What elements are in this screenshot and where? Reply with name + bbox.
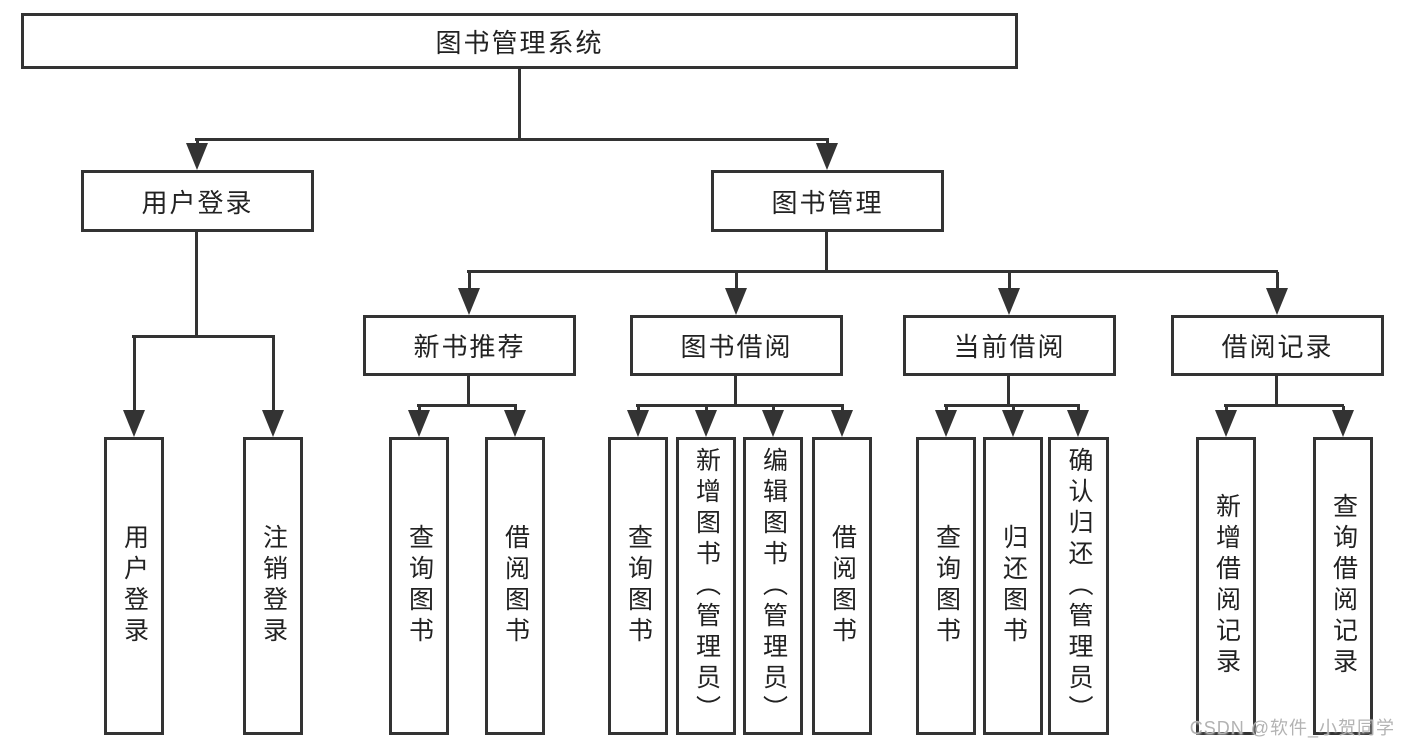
leaf-user-login-label: 用户登录 bbox=[120, 524, 149, 648]
node-current-borrowing: 当前借阅 bbox=[903, 315, 1116, 376]
arrow-down-to-query-books-2 bbox=[627, 406, 649, 437]
arrow-down-to-edit-book-admin bbox=[762, 406, 784, 437]
node-book-borrowing: 图书借阅 bbox=[630, 315, 843, 376]
arrow-down-to-confirm-return-admin bbox=[1067, 406, 1089, 437]
connector-current-borrowing-trunk bbox=[1007, 376, 1010, 406]
arrow-down-to-add-borrow-record bbox=[1215, 406, 1237, 437]
arrow-down-to-leaf-user-login bbox=[123, 337, 145, 437]
leaf-borrow-books-1-label: 借阅图书 bbox=[501, 524, 530, 648]
node-user-login: 用户登录 bbox=[81, 170, 314, 232]
connector-current-borrowing-branch bbox=[944, 404, 1080, 407]
arrow-down-to-user-login bbox=[186, 140, 208, 170]
leaf-query-books-2-label: 查询图书 bbox=[624, 524, 653, 648]
connector-new-book-recommend-branch bbox=[417, 404, 517, 407]
arrow-down-to-borrow-books-1 bbox=[504, 406, 526, 437]
arrow-down-to-query-books-3 bbox=[935, 406, 957, 437]
leaf-return-books: 归还图书 bbox=[983, 437, 1043, 735]
leaf-logout: 注销登录 bbox=[243, 437, 303, 735]
arrow-down-to-borrowing-records bbox=[1266, 272, 1288, 315]
leaf-return-books-label: 归还图书 bbox=[999, 524, 1028, 648]
leaf-edit-book-admin-label: 编辑图书（管理员） bbox=[759, 446, 788, 726]
node-current-borrowing-label: 当前借阅 bbox=[953, 332, 1066, 362]
node-book-management-label: 图书管理 bbox=[771, 187, 884, 218]
node-borrowing-records: 借阅记录 bbox=[1171, 315, 1384, 376]
node-new-book-recommend: 新书推荐 bbox=[363, 315, 576, 376]
connector-root-branch bbox=[195, 138, 829, 141]
leaf-query-books-3: 查询图书 bbox=[916, 437, 976, 735]
arrow-down-to-add-book-admin bbox=[695, 406, 717, 437]
arrow-down-to-book-borrowing bbox=[725, 272, 747, 315]
connector-borrowing-records-trunk bbox=[1275, 376, 1278, 406]
leaf-confirm-return-admin: 确认归还（管理员） bbox=[1048, 437, 1109, 735]
connector-book-management-trunk bbox=[825, 232, 828, 273]
leaf-query-books-1-label: 查询图书 bbox=[405, 524, 434, 648]
connector-book-borrowing-branch bbox=[636, 404, 844, 407]
leaf-edit-book-admin: 编辑图书（管理员） bbox=[743, 437, 803, 735]
leaf-logout-label: 注销登录 bbox=[259, 524, 288, 648]
arrow-down-to-current-borrowing bbox=[998, 272, 1020, 315]
node-book-management: 图书管理 bbox=[711, 170, 944, 232]
leaf-user-login: 用户登录 bbox=[104, 437, 164, 735]
watermark: CSDN @软件_小贺同学 bbox=[1189, 718, 1395, 738]
leaf-query-books-1: 查询图书 bbox=[389, 437, 449, 735]
connector-borrowing-records-branch bbox=[1224, 404, 1344, 407]
leaf-query-borrow-record-label: 查询借阅记录 bbox=[1329, 493, 1358, 679]
leaf-query-books-2: 查询图书 bbox=[608, 437, 668, 735]
node-user-login-label: 用户登录 bbox=[141, 187, 254, 218]
connector-user-login-trunk bbox=[195, 232, 198, 337]
arrow-down-to-return-books bbox=[1002, 406, 1024, 437]
arrow-down-to-leaf-logout bbox=[262, 337, 284, 437]
leaf-borrow-books-2: 借阅图书 bbox=[812, 437, 872, 735]
connector-book-borrowing-trunk bbox=[734, 376, 737, 406]
leaf-query-borrow-record: 查询借阅记录 bbox=[1313, 437, 1373, 735]
leaf-borrow-books-2-label: 借阅图书 bbox=[828, 524, 857, 648]
arrow-down-to-book-management bbox=[816, 140, 838, 170]
connector-new-book-recommend-trunk bbox=[467, 376, 470, 406]
leaf-borrow-books-1: 借阅图书 bbox=[485, 437, 545, 735]
node-new-book-recommend-label: 新书推荐 bbox=[413, 332, 526, 362]
leaf-add-book-admin-label: 新增图书（管理员） bbox=[692, 446, 721, 726]
connector-user-login-branch bbox=[132, 335, 275, 338]
node-root: 图书管理系统 bbox=[21, 13, 1018, 69]
node-borrowing-records-label: 借阅记录 bbox=[1221, 332, 1334, 362]
arrow-down-to-query-borrow-record bbox=[1332, 406, 1354, 437]
arrow-down-to-query-books-1 bbox=[408, 406, 430, 437]
connector-root-trunk bbox=[518, 68, 521, 140]
node-root-label: 图书管理系统 bbox=[435, 27, 604, 58]
leaf-add-borrow-record: 新增借阅记录 bbox=[1196, 437, 1256, 735]
connector-book-management-branch bbox=[467, 270, 1278, 273]
leaf-confirm-return-admin-label: 确认归还（管理员） bbox=[1065, 446, 1093, 726]
node-book-borrowing-label: 图书借阅 bbox=[680, 332, 793, 362]
leaf-query-books-3-label: 查询图书 bbox=[932, 524, 961, 648]
arrow-down-to-borrow-books-2 bbox=[831, 406, 853, 437]
leaf-add-book-admin: 新增图书（管理员） bbox=[676, 437, 736, 735]
arrow-down-to-new-book-recommend bbox=[458, 272, 480, 315]
leaf-add-borrow-record-label: 新增借阅记录 bbox=[1212, 493, 1241, 679]
